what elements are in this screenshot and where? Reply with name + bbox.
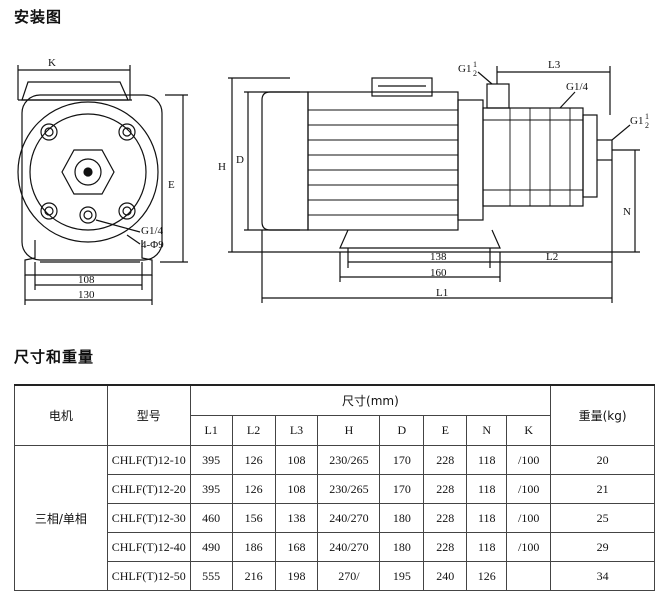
cell-n: 126 (466, 561, 508, 591)
cell-k: /100 (506, 503, 552, 533)
subheader-n: N (466, 415, 508, 446)
cell-model: CHLF(T)12-10 (106, 445, 191, 475)
dim-D: D (236, 154, 244, 166)
cell-l2: 216 (231, 561, 276, 591)
frac-den-outlet: 2 (645, 121, 649, 130)
cell-l3: 198 (274, 561, 319, 591)
bolt-circles (40, 123, 136, 224)
table-row: CHLF(T)12-50 555 216 198 270/ 195 240 12… (15, 561, 655, 591)
header-weight: 重量(kg) (550, 384, 655, 446)
cell-n: 118 (466, 474, 508, 504)
header-size: 尺寸(mm) (189, 384, 552, 416)
motor-type: 三相/单相 (14, 445, 108, 591)
cell-n: 118 (466, 503, 508, 533)
dim-N: N (623, 206, 631, 218)
cell-d: 170 (379, 474, 425, 504)
note-holes: 4-Φ9 (141, 239, 164, 251)
note-g1-inlet: G1 (458, 63, 471, 75)
cell-l2: 156 (231, 503, 276, 533)
cell-h: 230/265 (317, 445, 381, 475)
cell-l1: 490 (189, 532, 233, 562)
pump-side-view (228, 66, 640, 303)
dim-138: 138 (430, 251, 447, 263)
cell-l3: 108 (274, 445, 319, 475)
cell-weight: 20 (550, 445, 655, 475)
cell-model: CHLF(T)12-50 (106, 561, 191, 591)
cell-n: 118 (466, 532, 508, 562)
cell-l1: 460 (189, 503, 233, 533)
dim-160: 160 (430, 267, 447, 279)
cell-l2: 126 (231, 445, 276, 475)
subheader-e: E (423, 415, 468, 446)
installation-drawing-title: 安装图 (14, 8, 63, 26)
subheader-l3: L3 (274, 415, 319, 446)
dimensions-weights-title: 尺寸和重量 (14, 348, 95, 366)
cell-weight: 29 (550, 532, 655, 562)
cell-l3: 138 (274, 503, 319, 533)
table-row: CHLF(T)12-30 460 156 138 240/270 180 228… (15, 503, 655, 533)
cell-l2: 186 (231, 532, 276, 562)
cell-e: 228 (423, 503, 468, 533)
cell-l2: 126 (231, 474, 276, 504)
cell-k: /100 (506, 532, 552, 562)
cell-n: 118 (466, 445, 508, 475)
table-row: CHLF(T)12-40 490 186 168 240/270 180 228… (15, 532, 655, 562)
cell-d: 170 (379, 445, 425, 475)
cell-e: 228 (423, 445, 468, 475)
cell-model: CHLF(T)12-20 (106, 474, 191, 504)
dim-L3: L3 (548, 59, 561, 71)
dim-108: 108 (78, 274, 95, 286)
table-row: CHLF(T)12-20 395 126 108 230/265 170 228… (15, 474, 655, 504)
note-g1-outlet: G1 (630, 115, 643, 127)
cell-l3: 168 (274, 532, 319, 562)
frac-num-inlet: 1 (473, 60, 477, 69)
dim-K: K (48, 57, 56, 69)
cell-h: 240/270 (317, 532, 381, 562)
subheader-d: D (379, 415, 425, 446)
cell-e: 228 (423, 474, 468, 504)
cell-e: 240 (423, 561, 468, 591)
cell-weight: 21 (550, 474, 655, 504)
note-g14-left: G1/4 (141, 225, 164, 237)
subheader-h: H (317, 415, 381, 446)
cell-weight: 34 (550, 561, 655, 591)
cell-k (506, 561, 552, 591)
cell-k: /100 (506, 474, 552, 504)
dim-L1: L1 (436, 287, 448, 299)
dim-E: E (168, 179, 175, 191)
frac-den-inlet: 2 (473, 69, 477, 78)
table-row: 三相/单相 CHLF(T)12-10 395 126 108 230/265 1… (14, 445, 655, 591)
cell-k: /100 (506, 445, 552, 475)
subheader-k: K (506, 415, 552, 446)
cell-d: 180 (379, 503, 425, 533)
dim-L2: L2 (546, 251, 558, 263)
header-model: 型号 (106, 384, 191, 446)
cell-d: 195 (379, 561, 425, 591)
installation-drawing: K E G1/4 4-Φ9 108 130 H D G1 1 2 L3 G1/4… (17, 57, 649, 305)
header-motor: 电机 (14, 384, 108, 446)
cell-e: 228 (423, 532, 468, 562)
cell-l1: 395 (189, 445, 233, 475)
cell-l3: 108 (274, 474, 319, 504)
note-g14-right: G1/4 (566, 81, 589, 93)
pump-end-view (17, 65, 188, 305)
frac-num-outlet: 1 (645, 112, 649, 121)
cell-model: CHLF(T)12-40 (106, 532, 191, 562)
cell-h: 240/270 (317, 503, 381, 533)
cell-h: 230/265 (317, 474, 381, 504)
dimensions-table: 电机 型号 尺寸(mm) 重量(kg) L1 L2 L3 H D E N K 三… (14, 384, 655, 591)
dim-H: H (218, 161, 226, 173)
cell-h: 270/ (317, 561, 381, 591)
cell-d: 180 (379, 532, 425, 562)
subheader-l2: L2 (231, 415, 276, 446)
subheader-l1: L1 (189, 415, 233, 446)
cell-model: CHLF(T)12-30 (106, 503, 191, 533)
cell-l1: 555 (189, 561, 233, 591)
dim-130: 130 (78, 289, 95, 301)
cell-l1: 395 (189, 474, 233, 504)
cell-weight: 25 (550, 503, 655, 533)
